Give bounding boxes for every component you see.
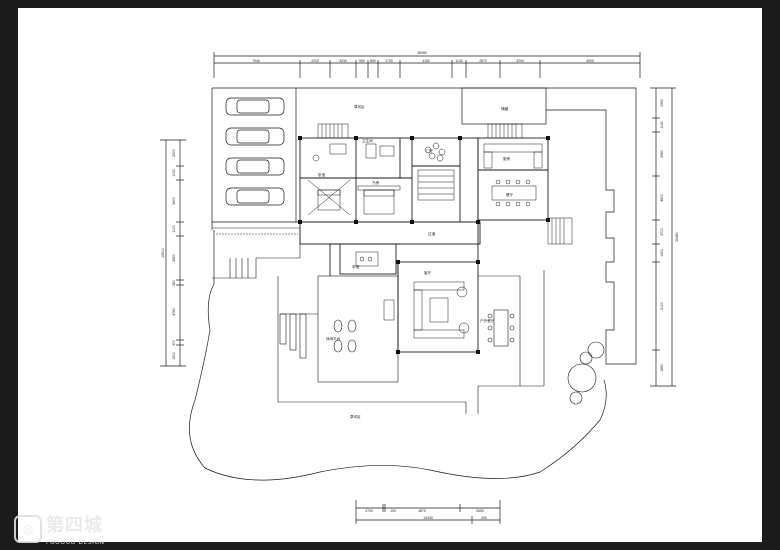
outdoor-dining-label: 户外餐厅	[480, 318, 495, 323]
top-seg-3: 960	[359, 59, 365, 63]
left-seg-5: 380	[172, 280, 176, 286]
study-label: 书房	[372, 180, 380, 185]
dining-table	[491, 179, 537, 207]
structural-columns	[298, 136, 550, 354]
bottom-seg-2: 4870	[418, 509, 426, 513]
top-seg-1: 2210	[311, 59, 319, 63]
tea-label: 茶室	[352, 264, 360, 269]
left-seg-6: 4780	[172, 308, 176, 316]
bottom-seg-0: 2700	[365, 509, 373, 513]
left-dimension: 2300 1150 3600 1170 3820 380 4780 370 19…	[160, 139, 186, 367]
top-seg-2: 3240	[339, 59, 347, 63]
hall-label: 门厅	[426, 148, 434, 153]
living-sofa	[383, 281, 470, 339]
watermark-brand-en: FOOOOD DESIGN	[46, 539, 105, 546]
floor-plan-drawing: 36080 7940 2210 3240 960 850 1700 4180 1…	[160, 51, 679, 524]
car-3	[225, 157, 285, 176]
drawing-sheet: 36080 7940 2210 3240 960 850 1700 4180 1…	[14, 8, 762, 546]
right-seg-2: 3960	[660, 150, 664, 158]
watermark-brand-cn: 第四城	[46, 515, 103, 536]
right-seg-7: 1880	[660, 364, 664, 372]
right-seg-3: 4600	[660, 194, 664, 202]
bedroom-label: 卧室	[318, 172, 326, 177]
leisure-deck	[279, 275, 399, 383]
car-2	[225, 127, 285, 146]
living-room	[397, 261, 479, 353]
bottom-sub-dim: 200	[481, 516, 487, 520]
lawn-north-label: 草坪区	[354, 104, 365, 109]
corridor-block	[299, 220, 481, 276]
top-seg-6: 4180	[422, 59, 430, 63]
top-seg-8: 2870	[479, 59, 487, 63]
top-seg-4: 850	[370, 59, 376, 63]
left-seg-3: 1170	[172, 225, 176, 232]
leisure-label: 休闲平台	[326, 336, 341, 341]
sofa-set-upper	[424, 142, 446, 162]
bed-1	[307, 179, 351, 216]
top-seg-0: 7940	[252, 59, 260, 63]
left-seg-4: 3820	[172, 254, 176, 262]
top-dimension: 36080 7940 2210 3240 960 850 1700 4180 1…	[213, 51, 641, 78]
stairs	[317, 123, 573, 245]
left-seg-2: 3600	[172, 197, 176, 205]
storage-label: 储藏	[501, 106, 509, 111]
right-seg-6: 6100	[660, 302, 664, 310]
house-upper	[299, 137, 549, 223]
right-dimension: 2950 1140 3960 4600 3710 1500 6100 1880 …	[650, 87, 679, 387]
living-label: 客厅	[424, 270, 432, 275]
left-total-dim: 19510	[161, 248, 165, 258]
right-seg-4: 3710	[660, 228, 664, 236]
corridor-label: 过道	[428, 231, 436, 236]
left-seg-7: 370	[172, 340, 176, 346]
trees	[567, 341, 605, 405]
top-seg-10: 4000	[586, 59, 594, 63]
right-seg-5: 1500	[660, 249, 664, 257]
bottom-seg-1: 100	[390, 509, 396, 513]
site-boundary	[189, 87, 637, 481]
kitchen-counter	[483, 143, 543, 169]
watermark: ◎ 第四城 FOOOOD DESIGN	[14, 511, 105, 546]
right-seg-1: 1140	[660, 121, 664, 128]
lawn-south-label: 草坪区	[350, 414, 361, 419]
car-4	[225, 187, 285, 206]
logo-icon: ◎	[14, 514, 42, 543]
car-1	[225, 97, 285, 116]
bottom-seg-3: 2650	[476, 509, 484, 513]
left-seg-1: 1150	[172, 169, 176, 176]
west-terrace	[212, 227, 301, 279]
top-total-dim: 36080	[417, 51, 427, 55]
dining-label: 餐厅	[506, 192, 514, 197]
top-seg-7: 1140	[455, 59, 462, 63]
right-seg-0: 2950	[660, 99, 664, 107]
parking-area	[225, 88, 297, 222]
kitchen-label: 厨房	[503, 156, 511, 161]
outdoor-dining	[478, 275, 521, 387]
tea-table	[355, 251, 379, 267]
top-seg-5: 1700	[385, 59, 393, 63]
left-seg-8: 1900	[172, 352, 176, 360]
left-seg-0: 2300	[172, 149, 176, 157]
bottom-total-dim: 14330	[423, 516, 433, 520]
right-total-dim: 26480	[675, 232, 679, 242]
storage-room	[461, 87, 547, 125]
bathroom-fixtures	[312, 143, 395, 162]
bed-2	[357, 185, 401, 215]
bottom-dimension: 2700 100 4870 2650 14330 200	[355, 500, 501, 524]
bath-label: 卫生间	[362, 138, 373, 143]
south-pavement	[277, 270, 545, 414]
top-seg-9: 3200	[516, 59, 524, 63]
